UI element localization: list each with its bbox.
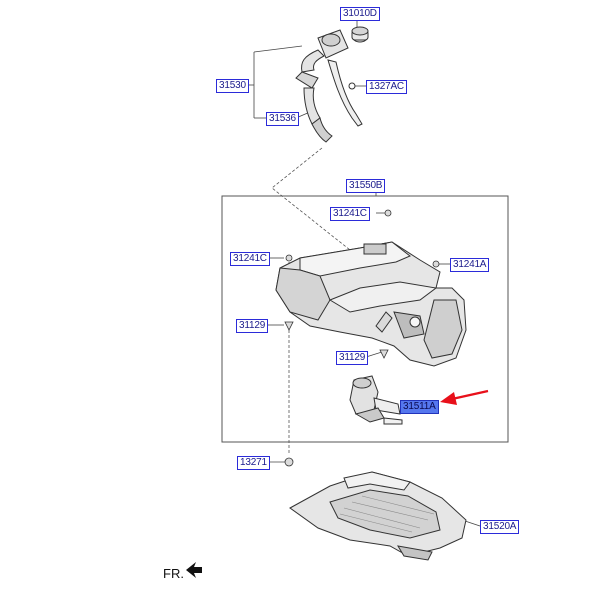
part-label-31520a[interactable]: 31520A: [480, 520, 520, 534]
part-label-31536[interactable]: 31536: [266, 112, 299, 126]
part-label-31241c-left[interactable]: 31241C: [230, 252, 270, 266]
part-label-31550b[interactable]: 31550B: [346, 179, 386, 193]
front-direction-label: FR.: [163, 566, 184, 581]
fasteners: [284, 209, 440, 467]
part-label-31511a[interactable]: 31511A: [400, 400, 439, 414]
filler-cap: [351, 26, 369, 43]
dashed-guides: [271, 147, 351, 455]
canister-valve: [349, 375, 403, 425]
fuel-tank: [275, 241, 467, 367]
part-label-31241c-top[interactable]: 31241C: [330, 207, 370, 221]
part-label-31241a[interactable]: 31241A: [450, 258, 490, 272]
tank-protector-plate: [289, 471, 467, 561]
part-label-31530[interactable]: 31530: [216, 79, 249, 93]
part-label-31010d[interactable]: 31010D: [340, 7, 380, 21]
part-label-31129-left[interactable]: 31129: [236, 319, 269, 333]
filler-neck-pipe: [295, 29, 363, 143]
part-label-13271[interactable]: 13271: [237, 456, 270, 470]
front-direction-icon: [186, 562, 202, 578]
leader-lines: [246, 20, 481, 527]
part-label-1327ac[interactable]: 1327AC: [366, 80, 407, 94]
pointer-arrow: [440, 389, 489, 405]
part-label-31129-mid[interactable]: 31129: [336, 351, 369, 365]
tank-assembly-frame: [221, 195, 509, 443]
